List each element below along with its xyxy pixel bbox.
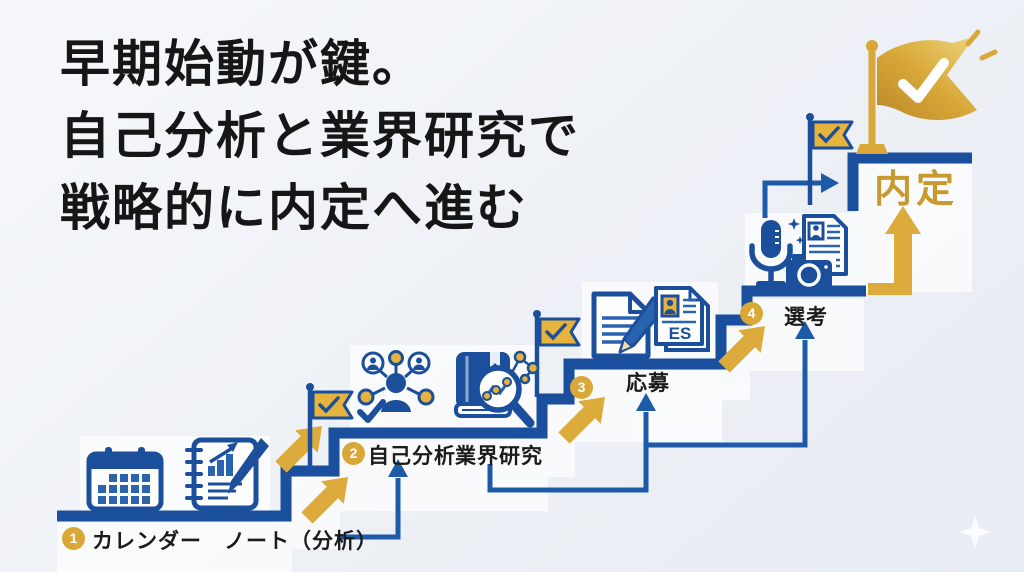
milestone-flag-icon: [306, 383, 354, 470]
final-step-arrow-icon: [868, 206, 921, 295]
up-arrow-icon: [388, 459, 408, 477]
step1-badge: 1: [62, 527, 85, 550]
step1-label: カレンダー ノート（分析）: [92, 530, 378, 553]
title-line-1: 早期始動が鍵。: [60, 36, 424, 92]
title-line-3: 戦略的に内定へ進む: [60, 180, 528, 236]
flow-connectors: [337, 180, 822, 540]
avatar: [361, 351, 385, 375]
step3-badge: 3: [570, 376, 593, 399]
step2-sublabel: 業界研究: [455, 445, 543, 468]
gold-arrow-icon: [558, 397, 605, 444]
milestone-flag-icon: [806, 113, 854, 205]
sparkle-icon: [965, 29, 998, 61]
right-arrow-icon: [821, 173, 839, 193]
step4-badge: 4: [740, 302, 763, 325]
avatar: [407, 351, 431, 375]
title-line-2: 自己分析と業界研究で: [60, 108, 580, 164]
microphone-icon: [749, 220, 793, 289]
page-title: 早期始動が鍵。 自己分析と業界研究で 戦略的に内定へ進む: [60, 28, 580, 244]
up-arrow-icon: [795, 321, 815, 339]
book-magnifier-icon: [454, 350, 540, 428]
photo-document-icon: [802, 214, 848, 276]
milestone-flag-icon: [533, 310, 581, 397]
step3-label: 応募: [626, 372, 670, 395]
gold-arrow-icon: [301, 477, 348, 524]
gold-arrow-icon: [718, 326, 765, 373]
connector-arrowheads: [388, 173, 839, 477]
step2-label: 自己分析: [368, 445, 456, 468]
interview-photo-icons: [786, 214, 848, 290]
document-pencil-icon: [591, 291, 666, 359]
camera-icon: [786, 254, 832, 290]
up-arrow-icon: [636, 393, 656, 411]
sparkle-icon: [788, 218, 805, 245]
step2-badge: 2: [342, 442, 365, 465]
goal-label: 内定: [874, 169, 959, 211]
notebook-pen-icon: [185, 437, 269, 511]
goal-flag-icon: [856, 29, 998, 154]
pen-icon: [228, 438, 269, 494]
entry-sheet-icon: ES: [654, 286, 710, 352]
sparkle-decoration-icon: [959, 516, 991, 548]
es-text: ES: [669, 324, 692, 343]
calendar-icon: [86, 447, 164, 512]
people-network-icon: [357, 350, 435, 423]
step4-label: 選考: [784, 306, 828, 329]
